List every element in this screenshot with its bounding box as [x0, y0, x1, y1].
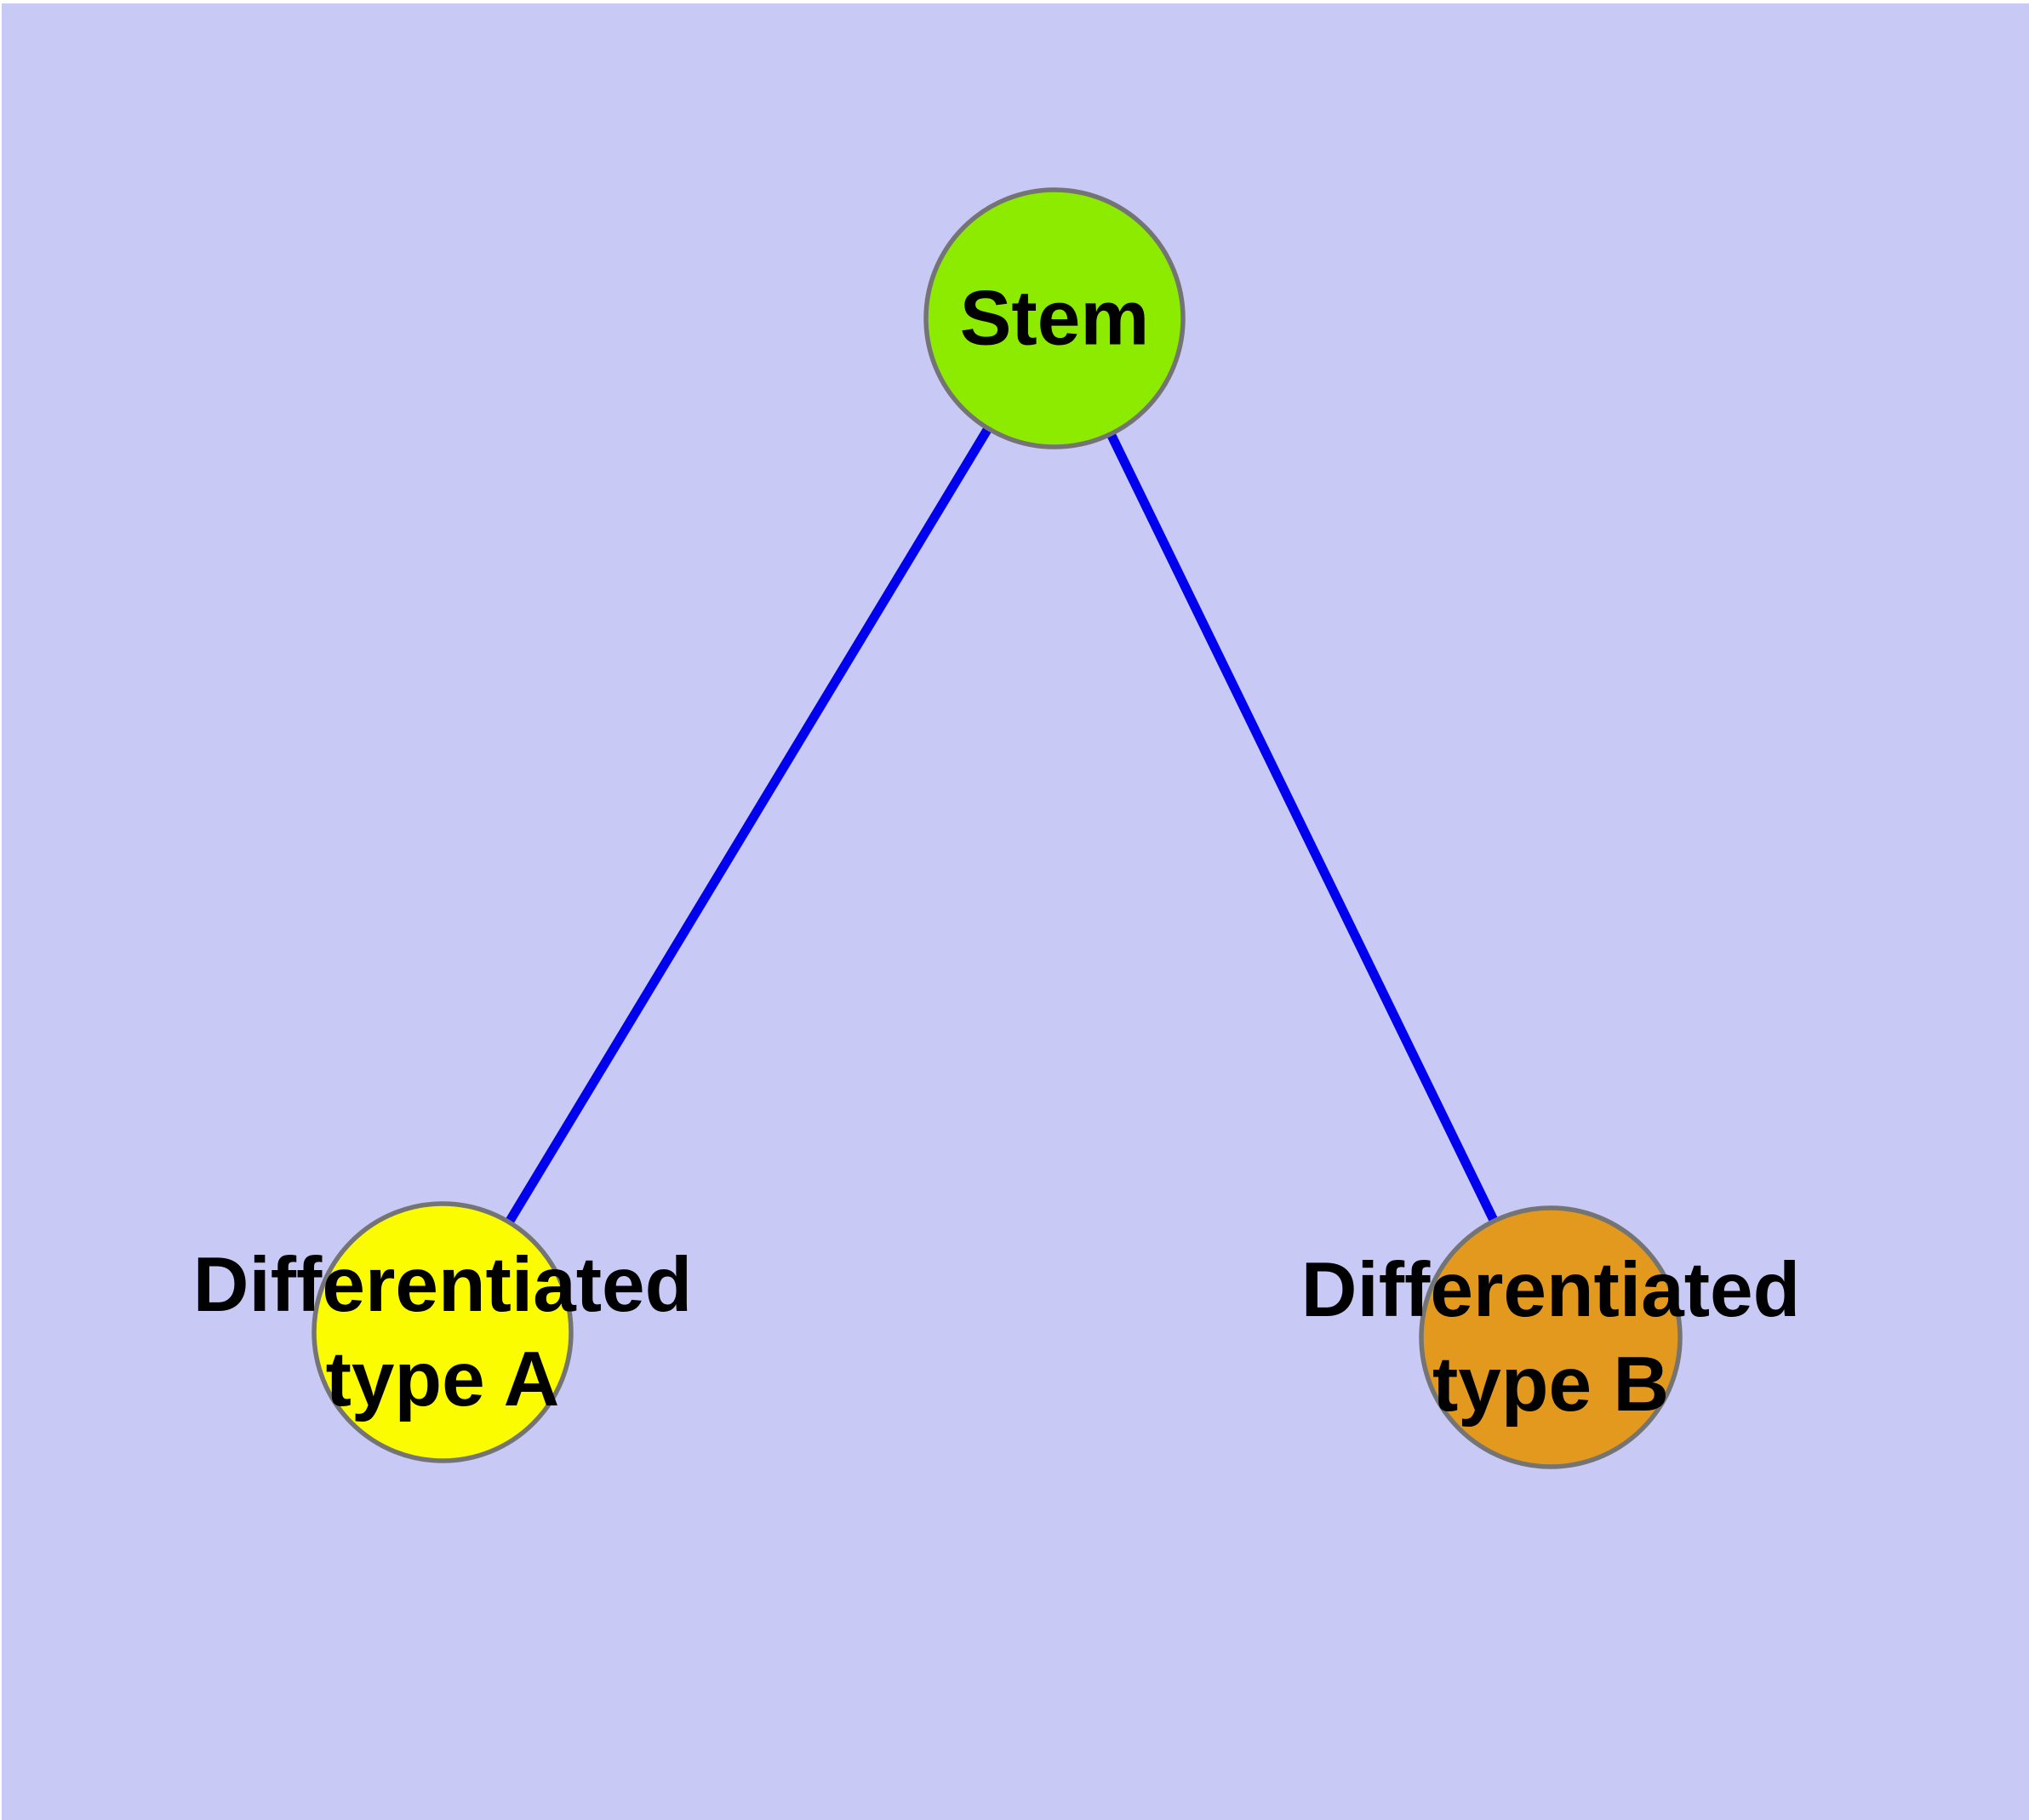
edge-stem-to-differentiated-type-a	[438, 316, 1059, 1335]
edge-stem-to-differentiated-type-b	[1050, 316, 1555, 1340]
nodes-layer	[311, 187, 1683, 1469]
node-differentiated-type-b	[1419, 1205, 1683, 1469]
node-stem-label-line-1: Stem	[960, 276, 1150, 362]
node-differentiated-type-a-label-line-1: Differentiated	[193, 1242, 693, 1328]
node-differentiated-type-b-label-line-2: type B	[1432, 1342, 1669, 1428]
edges-layer	[438, 316, 1555, 1340]
node-stem	[923, 187, 1186, 449]
node-differentiated-type-a	[311, 1201, 574, 1463]
node-differentiated-type-b-label-line-1: Differentiated	[1301, 1247, 1801, 1333]
node-differentiated-type-a-label-line-2: type A	[326, 1336, 560, 1422]
